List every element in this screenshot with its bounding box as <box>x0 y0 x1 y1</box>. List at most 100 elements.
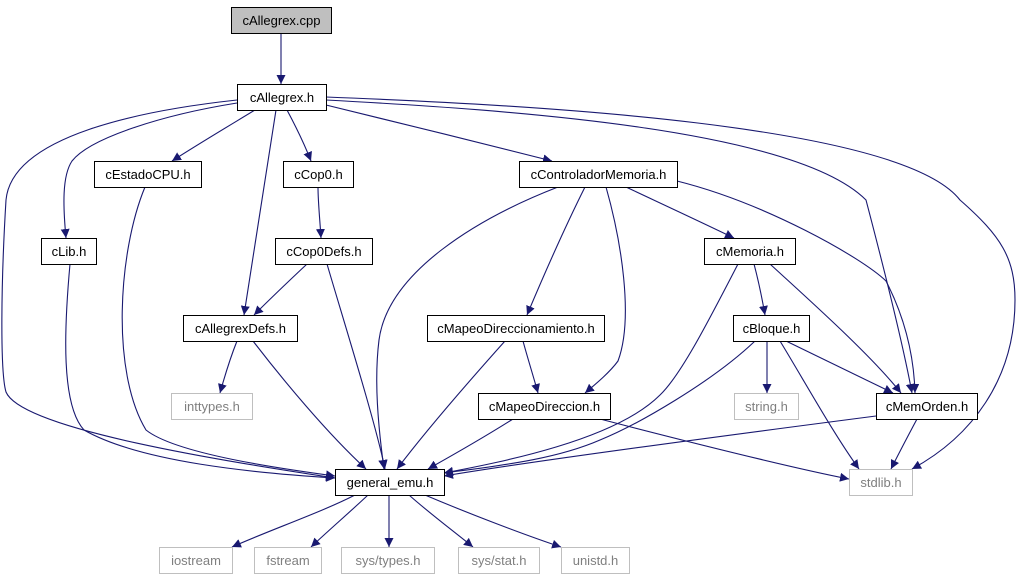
node-fstream: fstream <box>254 547 322 574</box>
node-label: sys/stat.h <box>472 553 527 568</box>
node-label: cAllegrex.h <box>250 90 314 105</box>
edge-cmapeodireccion-h-to-general-emu-h <box>427 418 514 470</box>
node-label: cMemOrden.h <box>886 399 968 414</box>
node-sys-stat-h: sys/stat.h <box>458 547 540 574</box>
node-box <box>427 315 605 342</box>
node-label: inttypes.h <box>184 399 240 414</box>
edge-cmapeodireccionamiento-h-to-cmapeodireccion-h <box>522 340 540 394</box>
edge-callegrex-h-to-clib-h <box>60 102 238 239</box>
edge-ccop0-h-to-ccop0defs-h <box>315 186 325 239</box>
node-label: cLib.h <box>52 244 87 259</box>
node-iostream: iostream <box>159 547 233 574</box>
edge-cmemoria-h-to-general-emu-h <box>443 263 739 476</box>
node-box <box>159 547 233 574</box>
node-label: cAllegrex.cpp <box>242 13 320 28</box>
edge-cmemorden-h-to-stdlib-h <box>890 418 918 470</box>
node-cbloque-h[interactable]: cBloque.h <box>733 315 810 342</box>
edge-general-emu-h-to-fstream <box>310 494 369 548</box>
edge-general-emu-h-to-unistd-h <box>424 494 562 549</box>
node-label: fstream <box>266 553 309 568</box>
node-string-h: string.h <box>734 393 799 420</box>
edge-ccontroladormemoria-h-to-cmemoria-h <box>625 186 735 239</box>
node-callegrex-h[interactable]: cAllegrex.h <box>237 84 327 111</box>
edge-callegrex-h-to-callegrexdefs-h <box>240 109 277 316</box>
edge-cestadocpu-h-to-general-emu-h <box>121 186 336 480</box>
edge-callegrex-h-to-ccop0-h <box>286 109 312 162</box>
node-box <box>94 161 202 188</box>
node-general-emu-h[interactable]: general_emu.h <box>335 469 445 496</box>
node-box <box>275 238 373 265</box>
node-sys-types-h: sys/types.h <box>341 547 435 574</box>
node-label: stdlib.h <box>860 475 901 490</box>
node-label: cMemoria.h <box>716 244 784 259</box>
node-box <box>335 469 445 496</box>
node-label: cBloque.h <box>743 321 801 336</box>
node-label: iostream <box>171 553 221 568</box>
node-cmapeodireccion-h[interactable]: cMapeoDireccion.h <box>478 393 611 420</box>
node-box <box>341 547 435 574</box>
node-box <box>237 84 327 111</box>
edge-cbloque-h-to-stdlib-h <box>779 340 860 470</box>
node-box <box>458 547 540 574</box>
node-label: cCop0.h <box>294 167 342 182</box>
edge-clib-h-to-general-emu-h <box>65 263 336 482</box>
edge-cmemoria-h-to-cmemorden-h <box>769 263 902 394</box>
node-callegrexdefs-h[interactable]: cAllegrexDefs.h <box>183 315 298 342</box>
edge-callegrex-h-to-cestadocpu-h <box>171 109 256 162</box>
node-box <box>734 393 799 420</box>
node-box <box>283 161 354 188</box>
node-box <box>561 547 630 574</box>
edge-cmemoria-h-to-cbloque-h <box>753 263 768 316</box>
node-ccop0defs-h[interactable]: cCop0Defs.h <box>275 238 373 265</box>
node-clib-h[interactable]: cLib.h <box>41 238 97 265</box>
node-box <box>733 315 810 342</box>
node-box <box>876 393 978 420</box>
node-label: cMapeoDireccion.h <box>489 399 600 414</box>
edge-ccop0defs-h-to-general-emu-h <box>326 263 388 470</box>
edge-ccontroladormemoria-h-to-cmemorden-h <box>676 180 920 394</box>
edge-callegrex-h-to-cmemorden-h <box>325 99 915 394</box>
node-label: cEstadoCPU.h <box>105 167 190 182</box>
node-cmemoria-h[interactable]: cMemoria.h <box>704 238 796 265</box>
node-box <box>183 315 298 342</box>
edge-ccontroladormemoria-h-to-general-emu-h <box>376 186 559 470</box>
node-label: general_emu.h <box>347 475 434 490</box>
node-box <box>41 238 97 265</box>
node-box <box>704 238 796 265</box>
node-label: unistd.h <box>573 553 619 568</box>
edge-callegrex-h-to-general-emu-h <box>1 99 336 482</box>
node-label: cControladorMemoria.h <box>531 167 667 182</box>
node-box <box>254 547 322 574</box>
edge-callegrexdefs-h-to-inttypes-h <box>218 340 238 394</box>
edge-general-emu-h-to-sys-stat-h <box>408 494 474 548</box>
edge-callegrex-h-to-stdlib-h <box>325 96 1016 470</box>
node-cmapeodireccionamiento-h[interactable]: cMapeoDireccionamiento.h <box>427 315 605 342</box>
edge-cbloque-h-to-general-emu-h <box>443 340 756 477</box>
node-box <box>171 393 253 420</box>
edge-ccontroladormemoria-h-to-cmapeodireccion-h <box>584 186 626 394</box>
node-unistd-h: unistd.h <box>561 547 630 574</box>
node-label: cAllegrexDefs.h <box>195 321 286 336</box>
node-cmemorden-h[interactable]: cMemOrden.h <box>876 393 978 420</box>
node-ccop0-h[interactable]: cCop0.h <box>283 161 354 188</box>
edge-ccop0defs-h-to-callegrexdefs-h <box>253 263 308 316</box>
node-box <box>231 7 332 34</box>
node-ccontroladormemoria-h[interactable]: cControladorMemoria.h <box>519 161 678 188</box>
nodes-layer: cAllegrex.cpp cAllegrex.h cEstadoCPU.h cCop… <box>41 7 978 574</box>
edge-callegrex-h-to-ccontroladormemoria-h <box>325 104 553 164</box>
node-label: cMapeoDireccionamiento.h <box>437 321 595 336</box>
node-root[interactable]: cAllegrex.cpp <box>231 7 332 34</box>
node-box <box>849 469 913 496</box>
edges-layer <box>1 33 1016 549</box>
edge-ccontroladormemoria-h-to-cmapeodireccionamiento-h <box>526 186 586 316</box>
node-cestadocpu-h[interactable]: cEstadoCPU.h <box>94 161 202 188</box>
node-stdlib-h: stdlib.h <box>849 469 913 496</box>
node-label: cCop0Defs.h <box>286 244 361 259</box>
node-box <box>478 393 611 420</box>
edge-callegrexdefs-h-to-general-emu-h <box>252 340 367 470</box>
node-inttypes-h: inttypes.h <box>171 393 253 420</box>
edge-cmemorden-h-to-general-emu-h <box>443 415 877 479</box>
node-label: string.h <box>745 399 788 414</box>
node-box <box>519 161 678 188</box>
